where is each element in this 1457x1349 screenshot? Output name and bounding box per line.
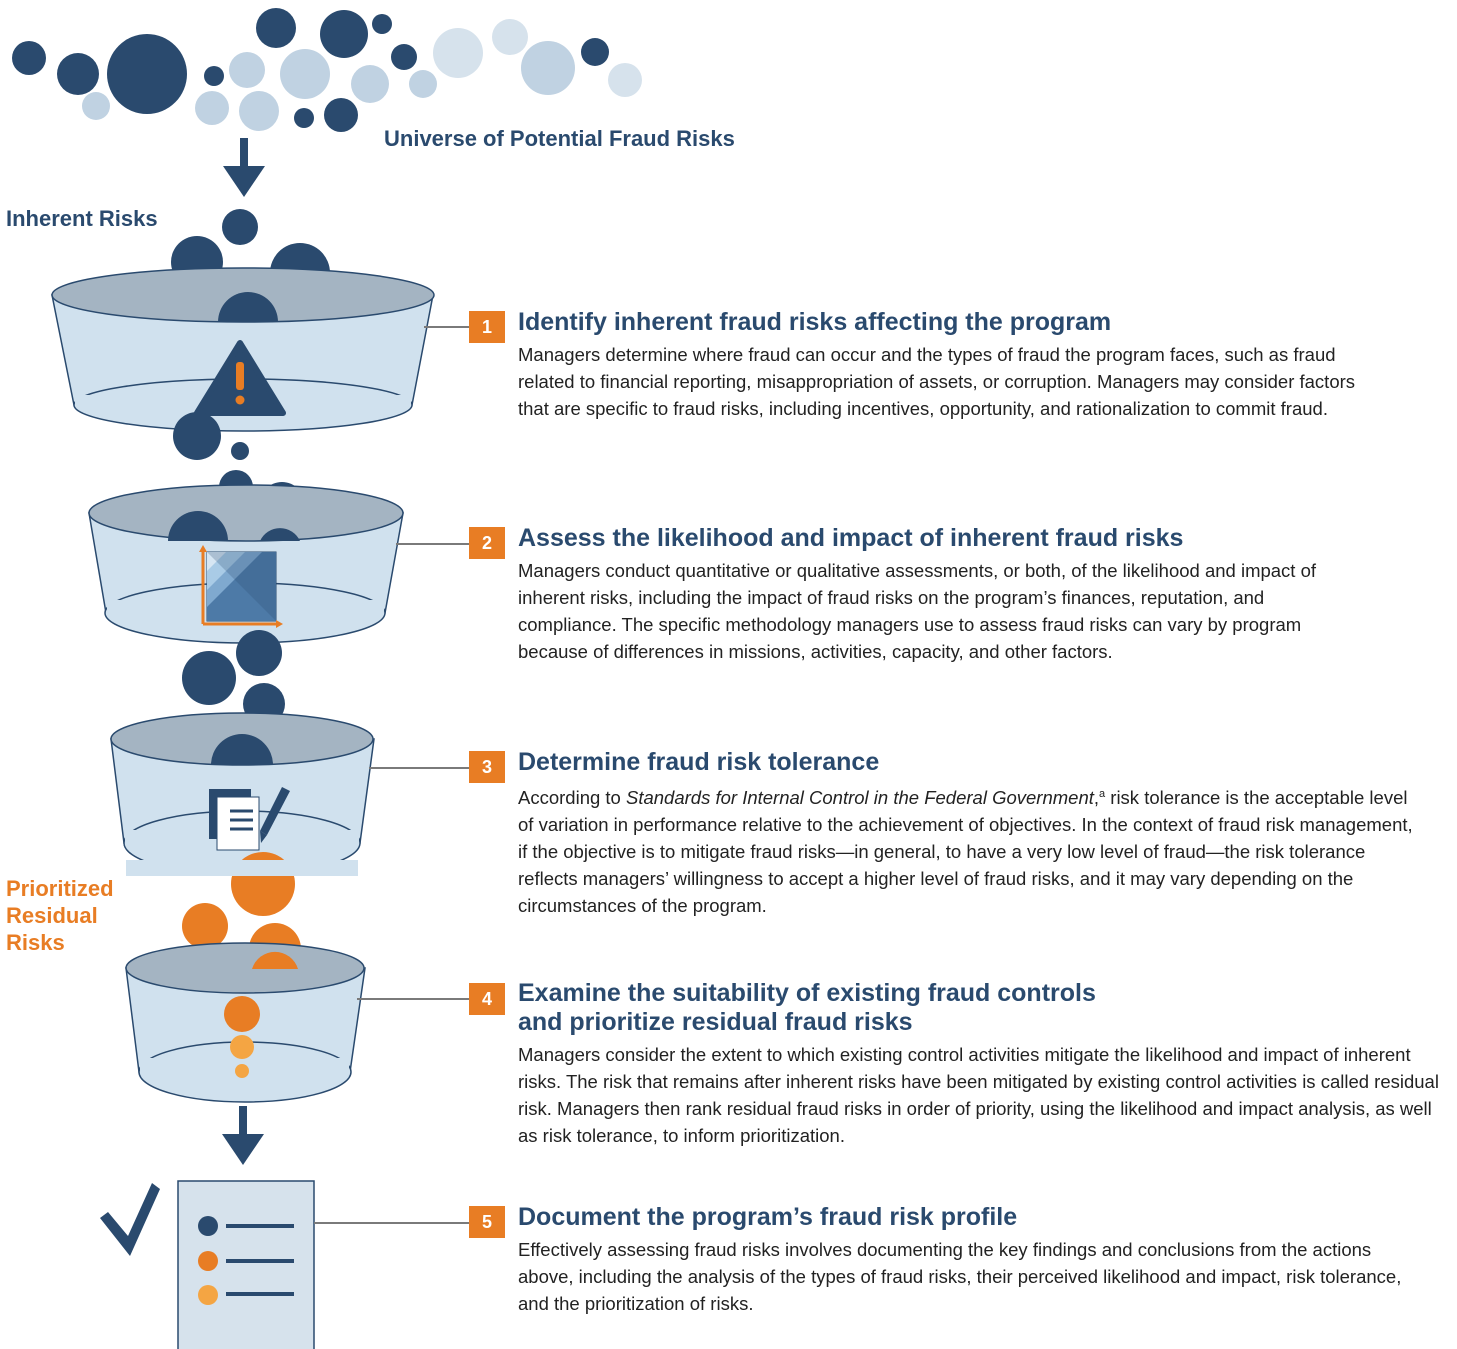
step-5-text: Effectively assessing fraud risks involv… [518, 1239, 1402, 1314]
risk-bubble [173, 412, 221, 460]
step-3-text-suffix: risk tolerance is the acceptable level o… [518, 787, 1413, 917]
risk-bubble [239, 91, 279, 131]
step-4: Examine the suitability of existing frau… [518, 979, 1453, 1149]
connector-line-4 [357, 998, 470, 1000]
funnel-1 [51, 267, 435, 432]
step-badge-2: 2 [469, 527, 505, 559]
down-arrow-icon [222, 1106, 264, 1165]
connector-line-5 [314, 1222, 470, 1224]
step-badge-3: 3 [469, 751, 505, 783]
risk-bubble [351, 65, 389, 103]
step-3: Determine fraud risk tolerance According… [518, 748, 1453, 919]
risk-bubbles-stage-3 [182, 630, 285, 725]
risk-bubbles-universe [12, 8, 642, 132]
connector-line-1 [424, 326, 470, 328]
step-4-title: Examine the suitability of existing frau… [518, 979, 1453, 1037]
risk-bubble [521, 41, 575, 95]
priority-dots-icon [224, 996, 260, 1078]
step-badge-5: 5 [469, 1206, 505, 1238]
step-1-text: Managers determine where fraud can occur… [518, 344, 1356, 419]
funnel-3 [110, 712, 375, 876]
risk-bubble [280, 49, 330, 99]
step-badge-4: 4 [469, 983, 505, 1015]
risk-bubble [581, 38, 609, 66]
risk-bubble [492, 19, 528, 55]
step-3-text-prefix: According to [518, 787, 626, 809]
risk-bubble [409, 70, 437, 98]
risk-bubble [231, 442, 249, 460]
risk-matrix-icon [199, 545, 283, 628]
risk-bubble [204, 66, 224, 86]
universe-label: Universe of Potential Fraud Risks [384, 126, 735, 151]
risk-bubble [372, 14, 392, 34]
risk-bubble [182, 651, 236, 705]
step-2-title: Assess the likelihood and impact of inhe… [518, 524, 1184, 552]
checkmark-icon [100, 1183, 160, 1256]
prioritized-label-line2: Residual [6, 903, 98, 928]
risk-bubble [256, 8, 296, 48]
down-arrow-icon [223, 138, 265, 197]
step-4-title-line2: and prioritize residual fraud risks [518, 1008, 913, 1036]
risk-bubble [195, 91, 229, 125]
step-3-footnote-marker: a [1099, 788, 1106, 800]
funnel-4 [125, 942, 366, 1103]
risk-bubble [229, 52, 265, 88]
document-pencil-icon [209, 787, 290, 851]
step-4-text: Managers consider the extent to which ex… [518, 1044, 1439, 1146]
step-3-title: Determine fraud risk tolerance [518, 748, 880, 776]
risk-bubble [324, 98, 358, 132]
risk-bubble [12, 41, 46, 75]
residual-risk-bubble [182, 903, 228, 949]
warning-icon [194, 340, 286, 416]
risk-bubble [320, 10, 368, 58]
connector-line-3 [369, 767, 470, 769]
risk-bubble [391, 44, 417, 70]
step-1: Identify inherent fraud risks affecting … [518, 308, 1453, 422]
funnel-2 [88, 484, 404, 644]
risk-bubble [294, 108, 314, 128]
step-2: Assess the likelihood and impact of inhe… [518, 524, 1453, 665]
risk-bubble [82, 92, 110, 120]
step-3-standards-title: Standards for Internal Control in the Fe… [625, 787, 1094, 809]
risk-bubble [222, 209, 258, 245]
prioritized-residual-risks-label: Prioritized Residual Risks [6, 875, 114, 956]
risk-bubble [236, 630, 282, 676]
step-5: Document the program’s fraud risk profil… [518, 1203, 1453, 1317]
step-2-text: Managers conduct quantitative or qualita… [518, 560, 1317, 662]
risk-bubble [107, 34, 187, 114]
risk-bubble [433, 28, 483, 78]
step-1-title: Identify inherent fraud risks affecting … [518, 308, 1112, 336]
step-5-title: Document the program’s fraud risk profil… [518, 1203, 1018, 1231]
prioritized-label-line1: Prioritized [6, 876, 114, 901]
step-4-title-line1: Examine the suitability of existing frau… [518, 979, 1096, 1007]
prioritized-label-line3: Risks [6, 930, 65, 955]
risk-bubble [608, 63, 642, 97]
checklist-document-icon [177, 1180, 315, 1349]
risk-bubble [57, 53, 99, 95]
connector-line-2 [396, 543, 470, 545]
step-badge-1: 1 [469, 311, 505, 343]
inherent-risks-label: Inherent Risks [6, 206, 158, 231]
step-3-text: According to Standards for Internal Cont… [518, 787, 1413, 917]
